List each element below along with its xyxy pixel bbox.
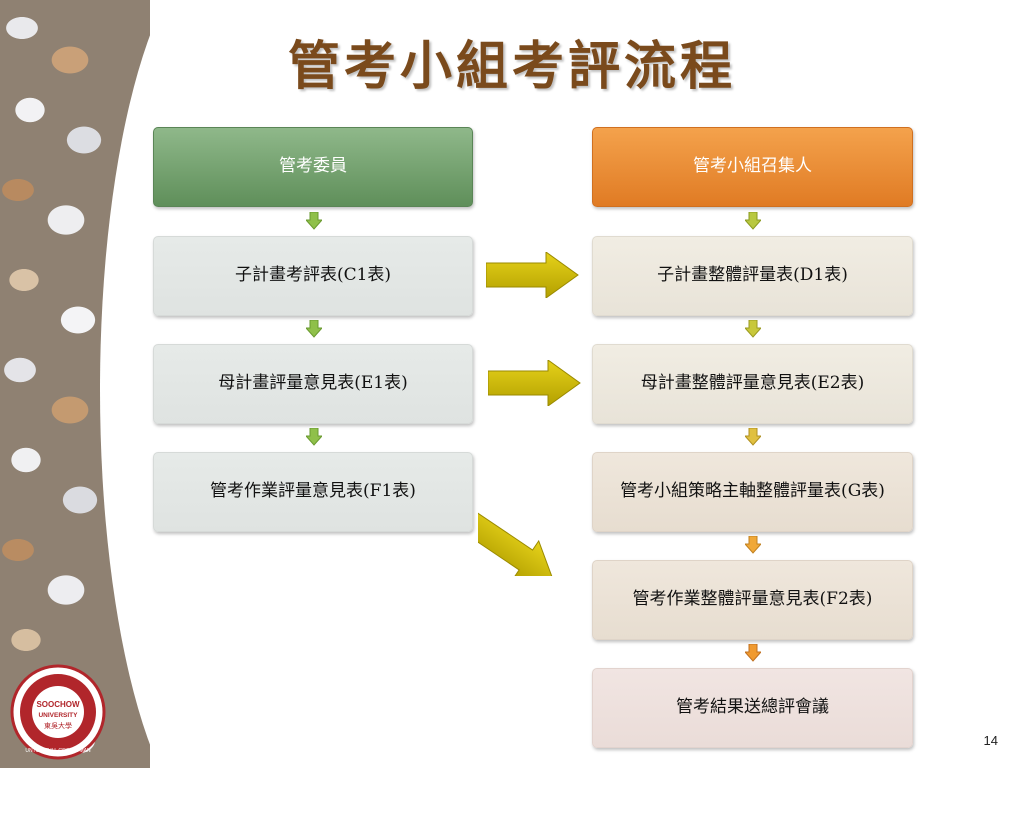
left-item-label: 管考作業評量意見表(F1表) [210, 481, 416, 502]
right-item-label: 母計畫整體評量意見表(E2表) [640, 373, 865, 394]
right-item-label: 管考作業整體評量意見表(F2表) [632, 589, 873, 610]
right-item-g: 管考小組策略主軸整體評量表(G表) [592, 452, 913, 532]
page-number: 14 [983, 733, 998, 748]
right-arrow-icon [486, 252, 579, 298]
right-item-label: 子計畫整體評量表(D1表) [657, 265, 848, 286]
right-arrow-icon [488, 360, 581, 406]
down-arrow-icon [745, 644, 761, 662]
down-arrow-icon [745, 212, 761, 230]
down-arrow-icon [745, 536, 761, 554]
left-item-label: 子計畫考評表(C1表) [234, 265, 392, 286]
left-item-e1: 母計畫評量意見表(E1表) [153, 344, 473, 424]
left-item-f1: 管考作業評量意見表(F1表) [153, 452, 473, 532]
diagonal-arrow-icon [478, 512, 554, 576]
right-item-label: 管考小組策略主軸整體評量表(G表) [620, 481, 885, 502]
logo-text: 東吳大學 [44, 721, 72, 730]
page-title: 管考小組考評流程 [287, 36, 736, 97]
logo-text: SOOCHOW [36, 700, 80, 709]
logo-text: UNIVERSITY [38, 712, 78, 719]
right-item-e2: 母計畫整體評量意見表(E2表) [592, 344, 913, 424]
left-header-label: 管考委員 [279, 156, 347, 177]
right-header-label: 管考小組召集人 [693, 156, 812, 177]
right-item-final: 管考結果送總評會議 [592, 668, 913, 748]
down-arrow-icon [745, 428, 761, 446]
right-item-f2: 管考作業整體評量意見表(F2表) [592, 560, 913, 640]
university-logo: SOOCHOW UNIVERSITY 東吳大學 UNTO A FULL GROW… [10, 664, 106, 760]
right-header-box: 管考小組召集人 [592, 127, 913, 207]
left-header-box: 管考委員 [153, 127, 473, 207]
down-arrow-icon [306, 428, 322, 446]
right-item-d1: 子計畫整體評量表(D1表) [592, 236, 913, 316]
logo-text: UNTO A FULL GROWN MAN [25, 748, 91, 754]
down-arrow-icon [306, 320, 322, 338]
right-item-label: 管考結果送總評會議 [676, 697, 829, 718]
down-arrow-icon [745, 320, 761, 338]
left-item-label: 母計畫評量意見表(E1表) [218, 373, 408, 394]
left-item-c1: 子計畫考評表(C1表) [153, 236, 473, 316]
down-arrow-icon [306, 212, 322, 230]
